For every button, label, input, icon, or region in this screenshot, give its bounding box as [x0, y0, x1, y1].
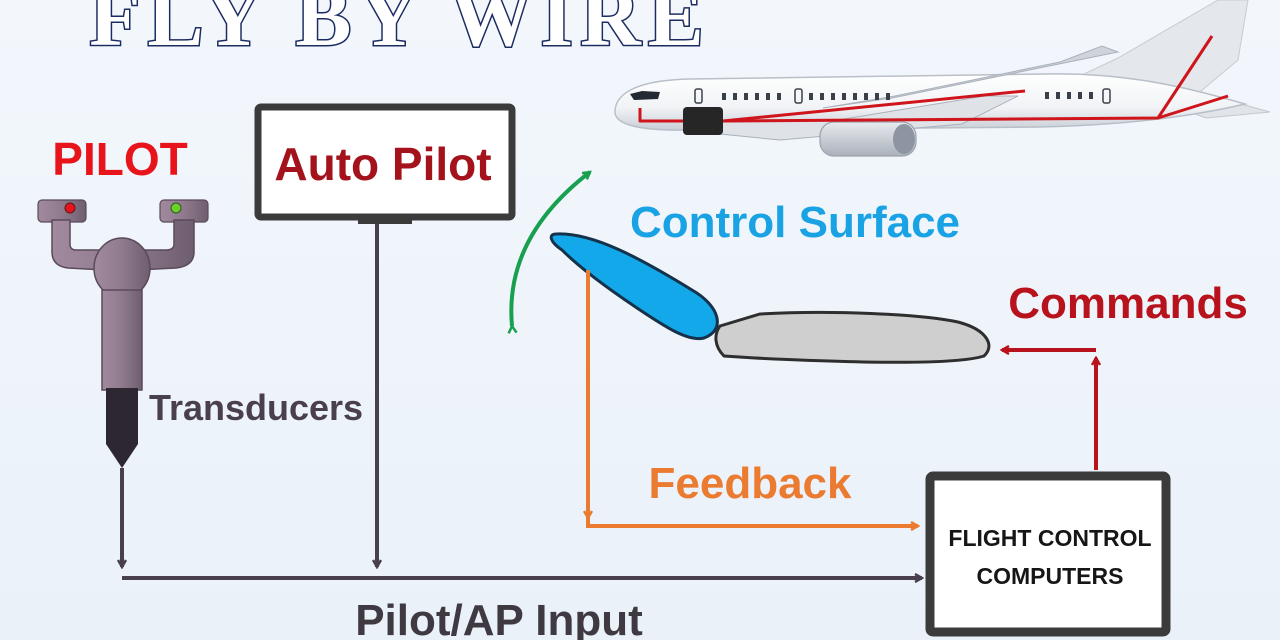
commands-label: Commands [1008, 279, 1248, 328]
flight-control-computers-label-line-1: FLIGHT CONTROL [948, 525, 1151, 551]
aileron-icon [549, 232, 719, 341]
feedback-label: Feedback [649, 459, 853, 508]
control-wiring-icon [638, 35, 1229, 123]
control-yoke-icon [37, 199, 209, 468]
pilot-label: PILOT [52, 133, 187, 185]
transducers-label: Transducers [149, 387, 363, 428]
curved-double-arrow-icon [511, 170, 590, 326]
control-surface-label: Control Surface [630, 198, 960, 247]
flight-control-computers-box [925, 471, 1171, 637]
auto-pilot-label: Auto Pilot [274, 138, 491, 190]
pilot-ap-input-label: Pilot/AP Input [355, 596, 643, 640]
auto-pilot-box-stand [358, 217, 412, 224]
diagram-title: FLY BY WIRE [89, 0, 711, 64]
flight-computer-bay-icon [683, 107, 723, 135]
wing-section-icon [714, 310, 991, 364]
pilot-ap-input-lines [122, 224, 922, 578]
flight-control-computers-label-line-2: COMPUTERS [977, 563, 1124, 589]
airliner-icon [614, 0, 1271, 157]
